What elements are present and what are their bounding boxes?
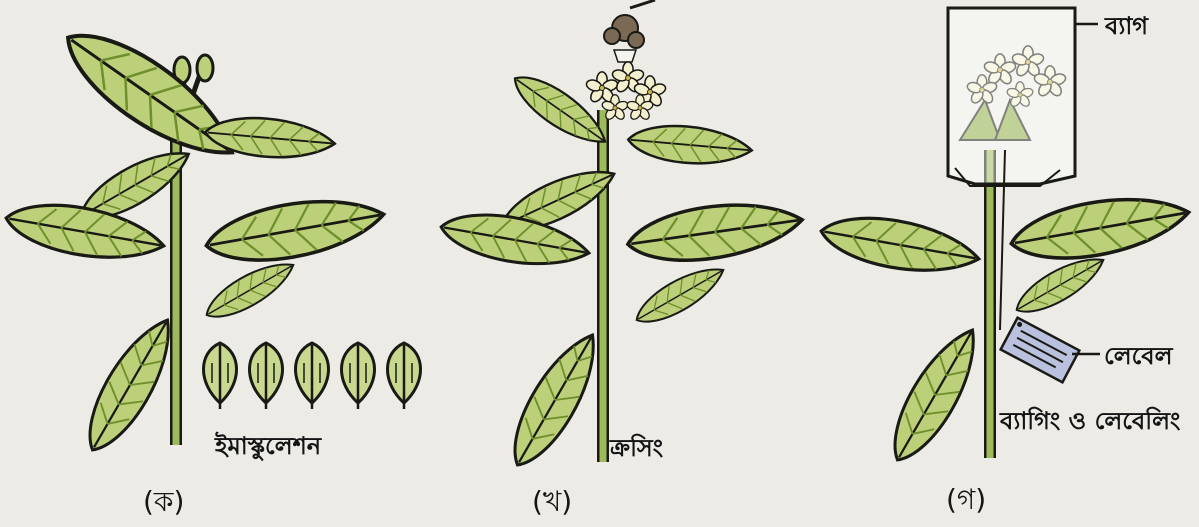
callout-label: লেবেল [1104, 338, 1173, 378]
panel-emasculation-plant [2, 14, 388, 461]
panel-crossing-plant [437, 0, 805, 476]
panel-tag-kha: (খ) [532, 480, 572, 527]
caption-crossing: ক্রসিং [610, 430, 663, 470]
pollination-bag [948, 8, 1075, 184]
label-tag [1001, 318, 1080, 383]
callout-bag: ব্যাগ [1105, 8, 1148, 48]
panel-tag-ga: (গ) [946, 478, 986, 525]
panel-bagging-plant [817, 8, 1193, 471]
removed-anthers [204, 343, 421, 409]
caption-bagging-labelling: ব্যাগিং ও লেবেলিং [1000, 403, 1180, 443]
panel-tag-ka: (ক) [143, 480, 184, 527]
caption-emasculation: ইমাস্কুলেশন [215, 428, 321, 468]
